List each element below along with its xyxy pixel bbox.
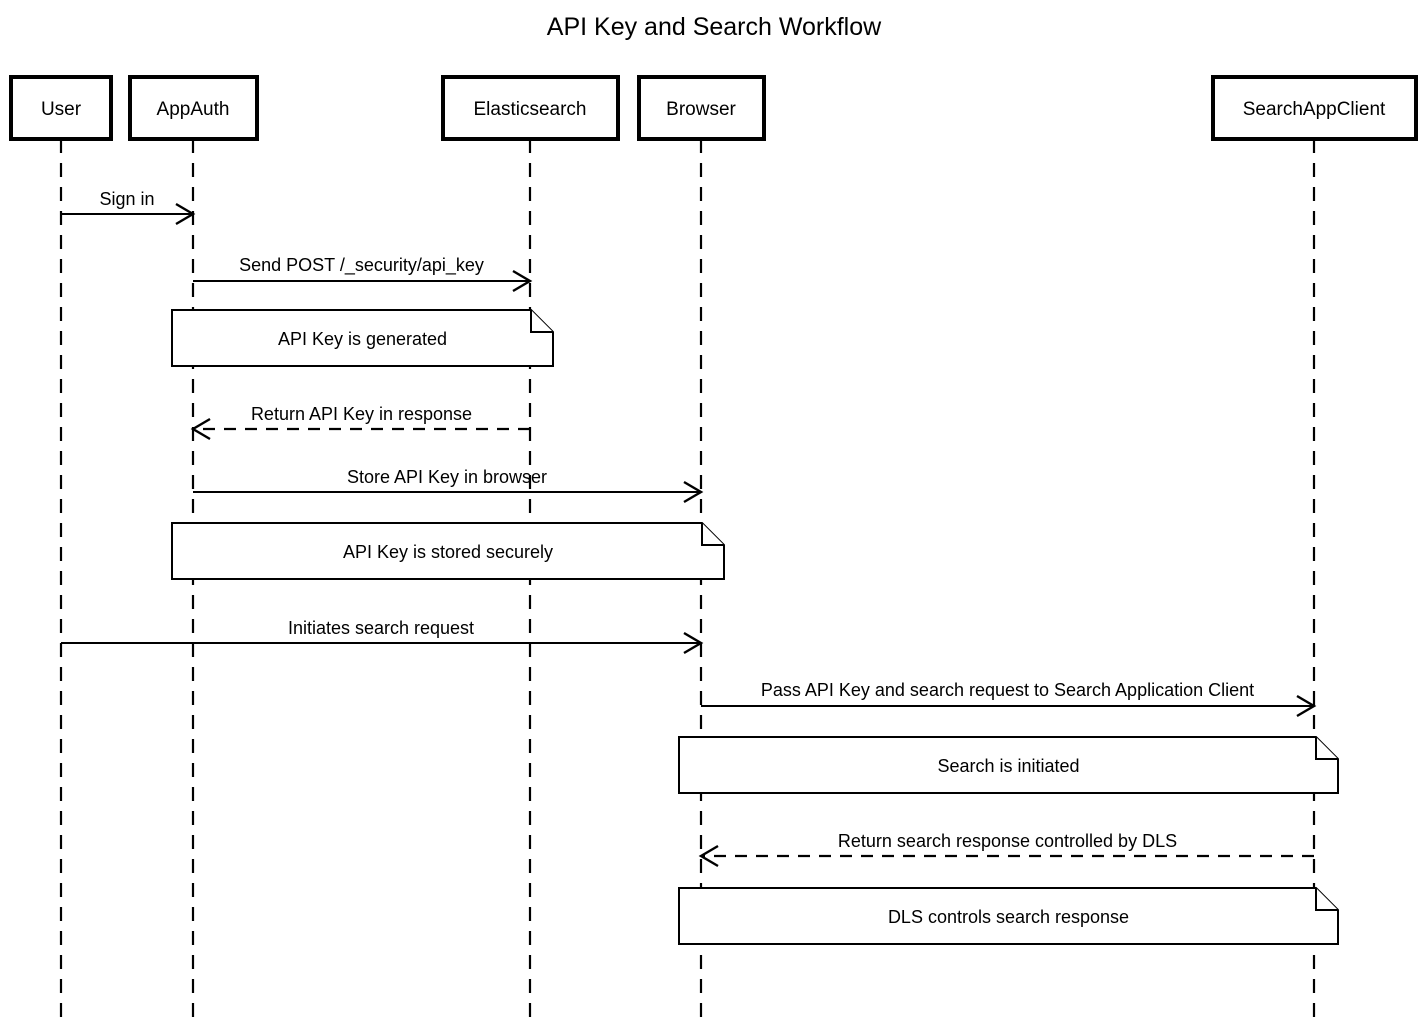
note-label-n3: Search is initiated [937, 756, 1079, 776]
participants-group: User AppAuth Elasticsearch Browser SearchApp… [9, 75, 1418, 141]
note-label-n2: API Key is stored securely [343, 542, 553, 562]
lifelines-group [59, 139, 1316, 1022]
participant-sac[interactable]: SearchAppClient [1211, 75, 1418, 141]
participant-box-es [441, 75, 620, 141]
note-label-n1: API Key is generated [278, 329, 447, 349]
participant-label-sac: SearchAppClient [1243, 99, 1386, 120]
arrow-head-m1 [175, 202, 196, 226]
message-label-m7: Return search response controlled by DLS [838, 831, 1177, 851]
arrow-head-m3 [190, 417, 211, 441]
message-label-m6: Pass API Key and search request to Searc… [761, 680, 1254, 700]
message-label-m2: Send POST /_security/api_key [239, 255, 484, 276]
arrow-head-m7 [698, 844, 719, 868]
note-body-n2 [171, 522, 725, 580]
message-label-m5: Initiates search request [288, 618, 474, 638]
participant-label-appauth: AppAuth [157, 99, 230, 120]
arrow-head-m5 [683, 631, 704, 655]
participant-es[interactable]: Elasticsearch [441, 75, 620, 141]
note-fold-n4 [1315, 888, 1338, 911]
arrow-head-m2 [512, 269, 533, 293]
note-body-n3 [678, 736, 1339, 794]
participant-appauth[interactable]: AppAuth [128, 75, 259, 141]
note-body-n1 [171, 309, 554, 367]
note-fold-n2 [701, 523, 724, 546]
message-label-m4: Store API Key in browser [347, 467, 547, 487]
note-fold-n3 [1315, 737, 1338, 760]
note-n3: Search is initiated [678, 736, 1339, 794]
participant-box-sac [1211, 75, 1418, 141]
participant-label-browser: Browser [666, 99, 736, 120]
note-label-n4: DLS controls search response [888, 907, 1129, 927]
note-body-n4 [678, 887, 1339, 945]
message-m7: Return search response controlled by DLS [698, 831, 1314, 868]
participant-label-es: Elasticsearch [474, 99, 587, 120]
participant-label-user: User [41, 99, 82, 120]
note-fold-n1 [530, 310, 553, 333]
message-m6: Pass API Key and search request to Searc… [701, 680, 1317, 718]
participant-browser[interactable]: Browser [637, 75, 766, 141]
message-m2: Send POST /_security/api_key [193, 255, 533, 293]
participant-box-user [9, 75, 113, 141]
participant-box-appauth [128, 75, 259, 141]
note-n4: DLS controls search response [678, 887, 1339, 945]
message-m5: Initiates search request [61, 618, 704, 655]
note-n2: API Key is stored securely [171, 522, 725, 580]
participant-user[interactable]: User [9, 75, 113, 141]
messages-group: Sign in Send POST /_security/api_keyRetur… [61, 189, 1317, 868]
message-m4: Store API Key in browser [193, 467, 704, 504]
arrow-head-m4 [683, 480, 704, 504]
note-n1: API Key is generated [171, 309, 554, 367]
arrow-head-m6 [1296, 694, 1317, 718]
message-label-m3: Return API Key in response [251, 404, 472, 424]
message-label-m1: Sign in [99, 189, 154, 209]
participant-box-browser [637, 75, 766, 141]
message-m1: Sign in [61, 189, 196, 226]
message-m3: Return API Key in response [190, 404, 530, 441]
diagram-title: API Key and Search Workflow [547, 13, 882, 41]
